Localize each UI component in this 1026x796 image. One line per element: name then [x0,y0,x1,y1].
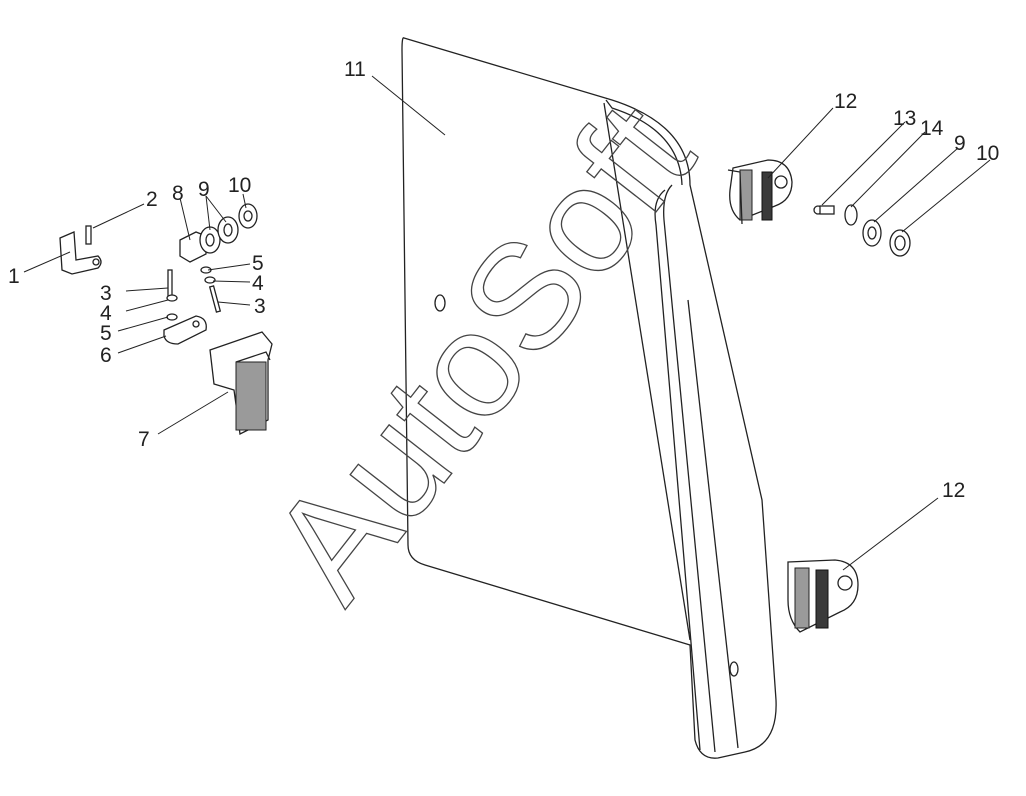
washer-part-14 [844,204,858,226]
screws-part-3 [167,269,222,313]
callout-10-left: 10 [228,174,251,197]
callout-9-left: 9 [198,178,210,201]
washers-part-9-left [199,216,239,254]
callout-13: 13 [893,107,916,130]
washers-part-5 [166,266,212,321]
callout-4-lower: 4 [100,302,112,325]
nut-part-10-right [889,229,911,257]
callout-12-lower: 12 [942,479,965,502]
callout-1: 1 [8,265,20,288]
callout-5-lower: 5 [100,322,112,345]
callout-7: 7 [138,428,150,451]
pin-part-2 [85,225,92,245]
callout-5-upper: 5 [252,252,264,275]
link-part-6 [163,315,207,345]
callout-3-right: 3 [254,295,266,318]
hinge-upper-part-12 [727,159,793,225]
washer-part-9-right [862,219,882,247]
callout-14: 14 [920,117,944,140]
bolt-part-13 [813,205,835,215]
callout-3-left: 3 [100,282,112,305]
fastener-set-right [813,204,911,257]
leader-lines [23,75,991,571]
callout-labels: 1 2 8 9 10 5 4 3 3 4 5 6 7 11 12 13 14 9… [8,58,999,502]
callout-8: 8 [172,182,184,205]
callout-6: 6 [100,344,112,367]
callout-4-upper: 4 [252,272,264,295]
handle-part-7 [209,331,273,435]
glass-panel-part-11 [401,37,777,759]
callout-12-upper: 12 [834,90,857,113]
callout-10-right: 10 [976,142,999,165]
hinge-lower-part-12 [787,559,859,633]
callout-2: 2 [146,188,158,211]
callout-9-right: 9 [954,132,966,155]
nut-part-10-left [238,203,258,229]
bracket-part-1 [59,231,102,275]
washers-part-4 [166,276,216,302]
callout-11: 11 [344,58,366,81]
